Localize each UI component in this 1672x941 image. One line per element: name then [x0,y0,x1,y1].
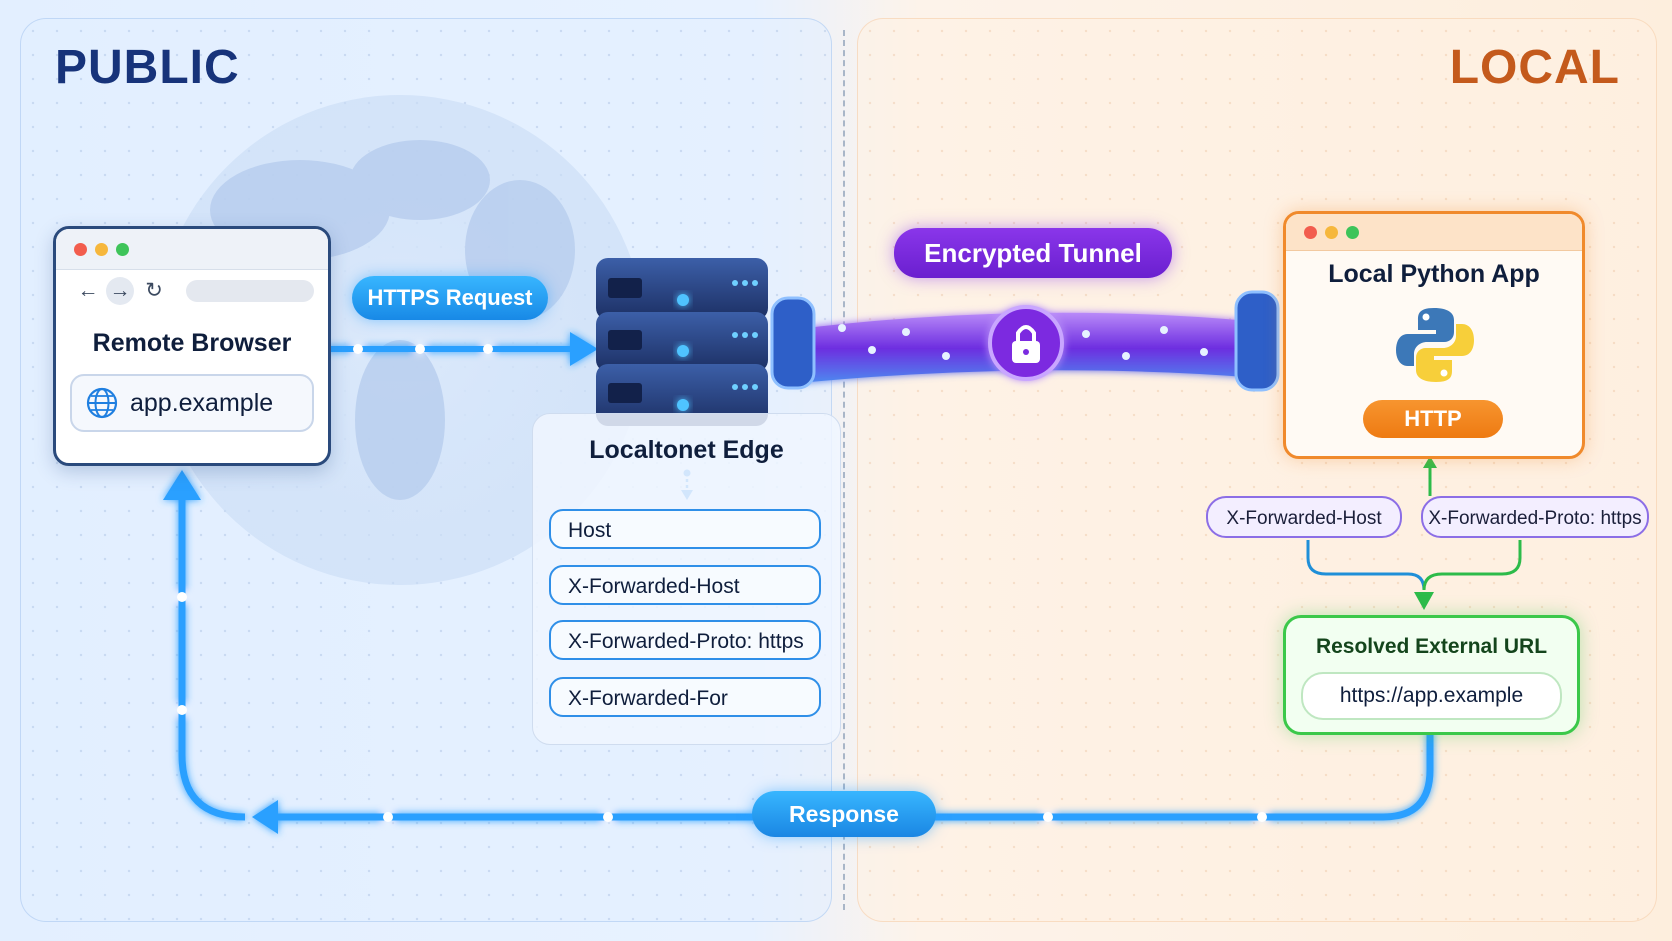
globe-icon [86,387,118,419]
local-zone-panel [857,18,1657,922]
edge-title: Localtonet Edge [589,436,784,464]
header-host: Host [549,509,821,549]
header-x-forwarded-proto: X-Forwarded-Proto: https [549,620,821,660]
forwarded-proto-pill: X-Forwarded-Proto: https [1421,496,1649,538]
edge-server-icon [596,258,768,426]
to-app-arrow [1423,456,1437,496]
resolved-external-url-card: Resolved External URL https://app.exampl… [1283,615,1580,735]
header-x-forwarded-host: X-Forwarded-Host [549,565,821,605]
close-dot-icon[interactable] [1304,226,1317,239]
browser-url-text: app.example [130,389,274,417]
response-return-path [163,470,1434,834]
header-x-forwarded-for: X-Forwarded-For [549,677,821,717]
app-titlebar [1286,214,1582,251]
localtonet-edge-card: Localtonet Edge Host X-Forwarded-Host X-… [532,413,841,745]
maximize-dot-icon[interactable] [1346,226,1359,239]
response-label: Response [752,791,936,837]
https-request-arrow [325,332,598,366]
maximize-dot-icon[interactable] [116,243,129,256]
encrypted-tunnel-pipe [770,290,1280,392]
zone-divider [843,30,845,910]
minimize-dot-icon[interactable] [95,243,108,256]
forward-arrow-icon[interactable]: → [106,277,134,305]
browser-title: Remote Browser [92,329,292,357]
local-python-app-window: Local Python App HTTP [1283,211,1585,459]
encrypted-tunnel-label: Encrypted Tunnel [894,228,1172,278]
public-zone-title: PUBLIC [55,41,240,94]
resolved-title: Resolved External URL [1315,635,1548,658]
url-field[interactable]: app.example [70,374,314,432]
reload-icon[interactable]: ↻ [145,279,163,302]
headers-merge-arrow [1306,540,1522,610]
https-request-label: HTTPS Request [352,276,548,320]
forwarded-host-pill: X-Forwarded-Host [1206,496,1402,538]
local-app-title: Local Python App [1328,260,1540,288]
http-badge: HTTP [1363,400,1503,438]
remote-browser-window: ← → ↻ Remote Browser app.example [53,226,331,466]
browser-titlebar [56,229,328,270]
lock-icon [1012,325,1040,363]
close-dot-icon[interactable] [74,243,87,256]
minimize-dot-icon[interactable] [1325,226,1338,239]
resolved-url: https://app.example [1301,672,1562,720]
local-zone-title: LOCAL [1449,41,1620,94]
address-bar[interactable] [186,280,314,302]
back-arrow-icon[interactable]: ← [77,279,99,302]
python-icon [1396,308,1474,382]
